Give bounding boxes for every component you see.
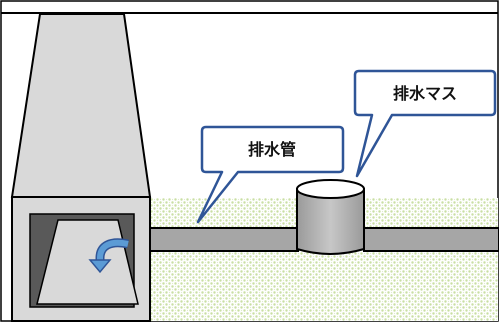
drain-pipe-left [149,227,299,252]
drain-basin-label: 排水マス [393,84,457,103]
drain-pipe-right [363,227,499,252]
callout-drain-pipe: 排水管 [196,125,345,224]
drain-basin [296,179,365,255]
drain-pipe-label: 排水管 [248,140,296,159]
callout-drain-basin: 排水マス [353,69,497,178]
curved-arrow-down-icon [88,238,129,274]
